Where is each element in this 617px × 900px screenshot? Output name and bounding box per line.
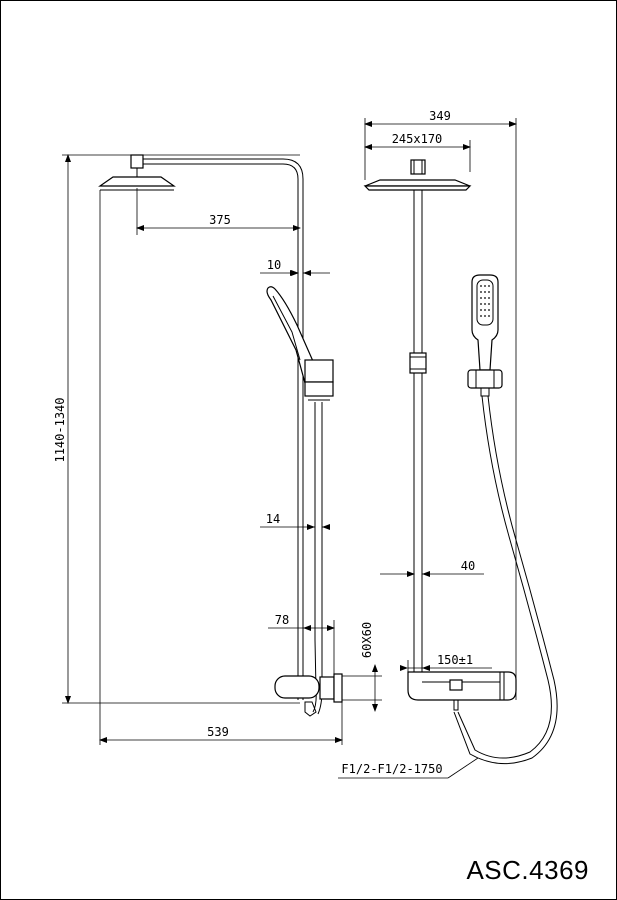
model-code: ASC.4369 <box>466 855 589 885</box>
dim-head-size: 245x170 <box>392 132 443 146</box>
front-view: 349 245x170 <box>338 109 558 779</box>
hand-shower-side <box>266 286 317 384</box>
hose-spec-label: F1/2-F1/2-1750 <box>341 762 442 776</box>
dim-overall-width: 349 <box>429 109 451 123</box>
rain-shower-head-side <box>98 154 176 191</box>
dim-arm-reach: 375 <box>209 213 231 227</box>
dim-pipe-offset: 10 <box>267 258 281 272</box>
flexible-hose <box>453 395 558 765</box>
hand-shower-front <box>467 274 503 397</box>
thermostat-mixer-side <box>274 673 343 717</box>
dim-mixer-depth: 78 <box>275 613 289 627</box>
dim-inlet-spacing: 150±1 <box>437 653 473 667</box>
rain-shower-head-front <box>363 159 472 191</box>
side-view: 60X60 1140-1340 375 10 14 78 539 <box>53 154 382 745</box>
dim-side-offset: 40 <box>461 559 475 573</box>
dim-hand-offset: 14 <box>266 512 280 526</box>
dim-wall-plate: 60X60 <box>360 622 374 658</box>
thermostat-mixer-front <box>407 671 517 711</box>
dim-total-width: 539 <box>207 725 229 739</box>
dim-height-range: 1140-1340 <box>53 397 67 462</box>
